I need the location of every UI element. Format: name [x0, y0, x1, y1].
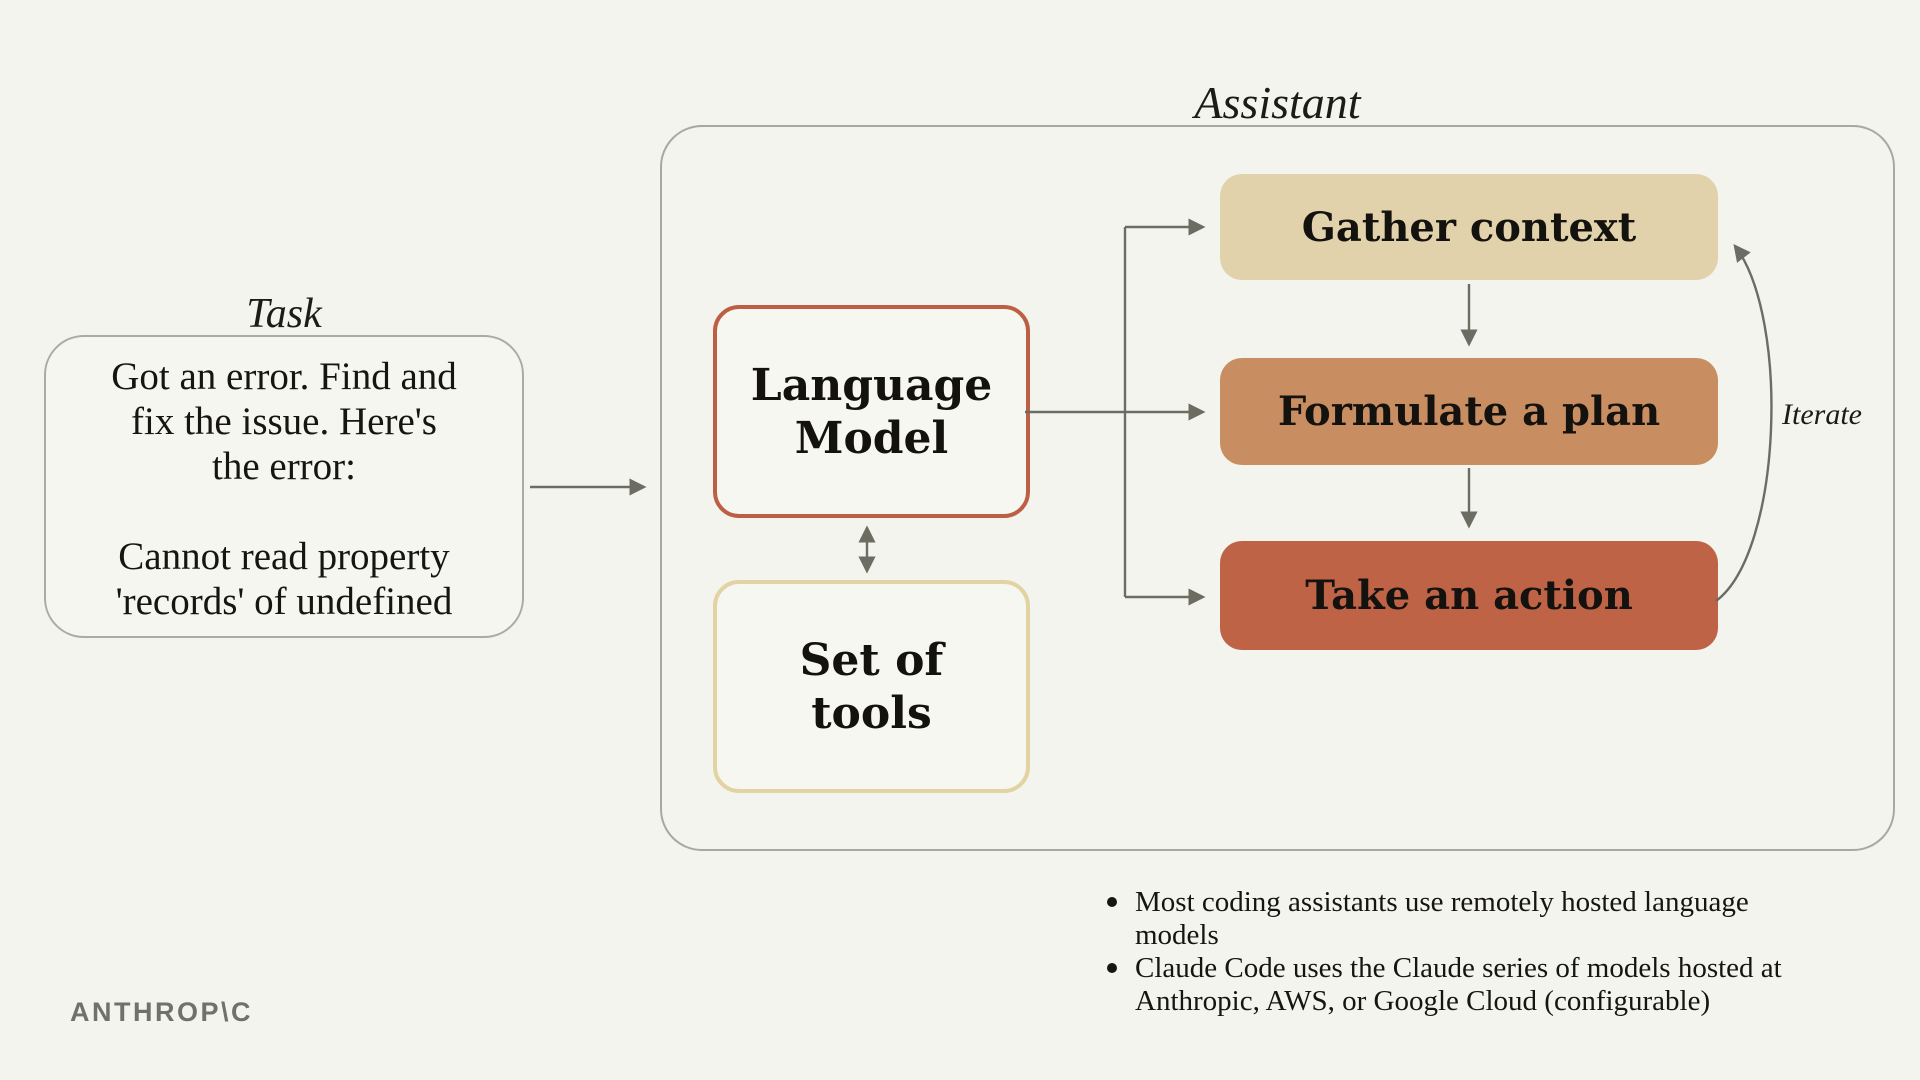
gather-context-box: Gather context — [1220, 174, 1718, 280]
assistant-title: Assistant — [1194, 77, 1361, 128]
set-of-tools-label: Set of tools — [799, 634, 944, 739]
assistant-container — [660, 125, 1895, 851]
formulate-plan-label: Formulate a plan — [1277, 388, 1661, 435]
take-action-box: Take an action — [1220, 541, 1718, 650]
set-of-tools-box: Set of tools — [713, 580, 1030, 793]
formulate-plan-box: Formulate a plan — [1220, 358, 1718, 465]
language-model-label: Language Model — [750, 359, 993, 464]
note-item: Most coding assistants use remotely host… — [1095, 886, 1815, 952]
iterate-label: Iterate — [1782, 398, 1862, 431]
take-action-label: Take an action — [1305, 572, 1633, 619]
note-item: Claude Code uses the Claude series of mo… — [1095, 952, 1815, 1018]
task-text: Got an error. Find and fix the issue. He… — [111, 355, 457, 623]
notes-list: Most coding assistants use remotely host… — [1095, 886, 1815, 1018]
task-box: Got an error. Find and fix the issue. He… — [44, 335, 524, 638]
language-model-box: Language Model — [713, 305, 1030, 518]
task-title: Task — [246, 291, 322, 337]
gather-context-label: Gather context — [1301, 203, 1637, 251]
anthropic-logo: ANTHROP\C — [70, 997, 253, 1027]
